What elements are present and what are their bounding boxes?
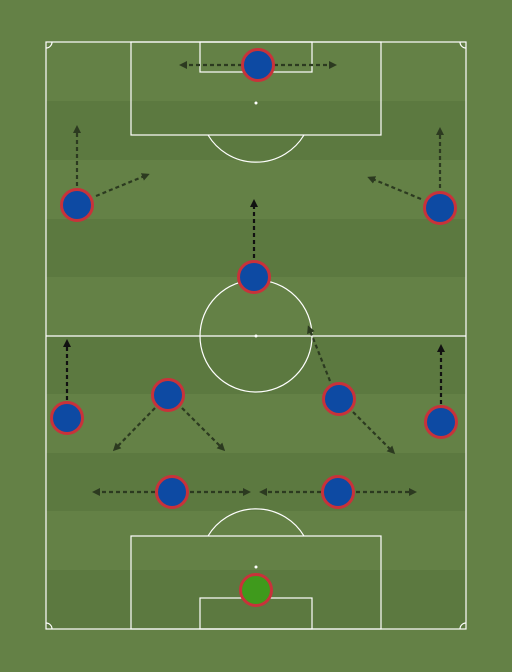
corner-arc [459, 41, 467, 49]
centre-spot [254, 334, 258, 338]
movement-arrows [63, 61, 445, 496]
turf-stripe [46, 453, 466, 511]
player-right-wing-back[interactable] [424, 405, 458, 439]
movement-arrow [181, 407, 226, 452]
player-left-central-midfielder[interactable] [151, 378, 185, 412]
pitch-markings [45, 41, 467, 630]
top-penalty-arc [207, 134, 305, 163]
player-attacking-midfielder[interactable] [237, 260, 271, 294]
player-left-wing-back[interactable] [50, 401, 84, 435]
movement-arrow [367, 176, 422, 201]
turf-stripes [46, 101, 466, 629]
player-right-forward[interactable] [423, 191, 457, 225]
top-penalty-spot [254, 101, 258, 105]
corner-arc [45, 622, 53, 630]
player-left-centre-back[interactable] [155, 475, 189, 509]
movement-arrow [352, 411, 396, 455]
corner-arc [459, 622, 467, 630]
pitch-spots [254, 101, 258, 569]
turf-stripe [46, 336, 466, 394]
bottom-penalty-spot [254, 565, 258, 569]
movement-arrow [307, 325, 332, 382]
turf-stripe [46, 101, 466, 160]
player-right-centre-back[interactable] [321, 475, 355, 509]
player-striker[interactable] [241, 48, 275, 82]
movement-arrow [112, 407, 156, 452]
player-right-central-midfielder[interactable] [322, 382, 356, 416]
players [50, 48, 458, 607]
bottom-penalty-arc [207, 508, 305, 537]
movement-arrow [95, 173, 150, 198]
player-goalkeeper[interactable] [239, 573, 273, 607]
corner-arc [45, 41, 53, 49]
player-left-forward[interactable] [60, 188, 94, 222]
